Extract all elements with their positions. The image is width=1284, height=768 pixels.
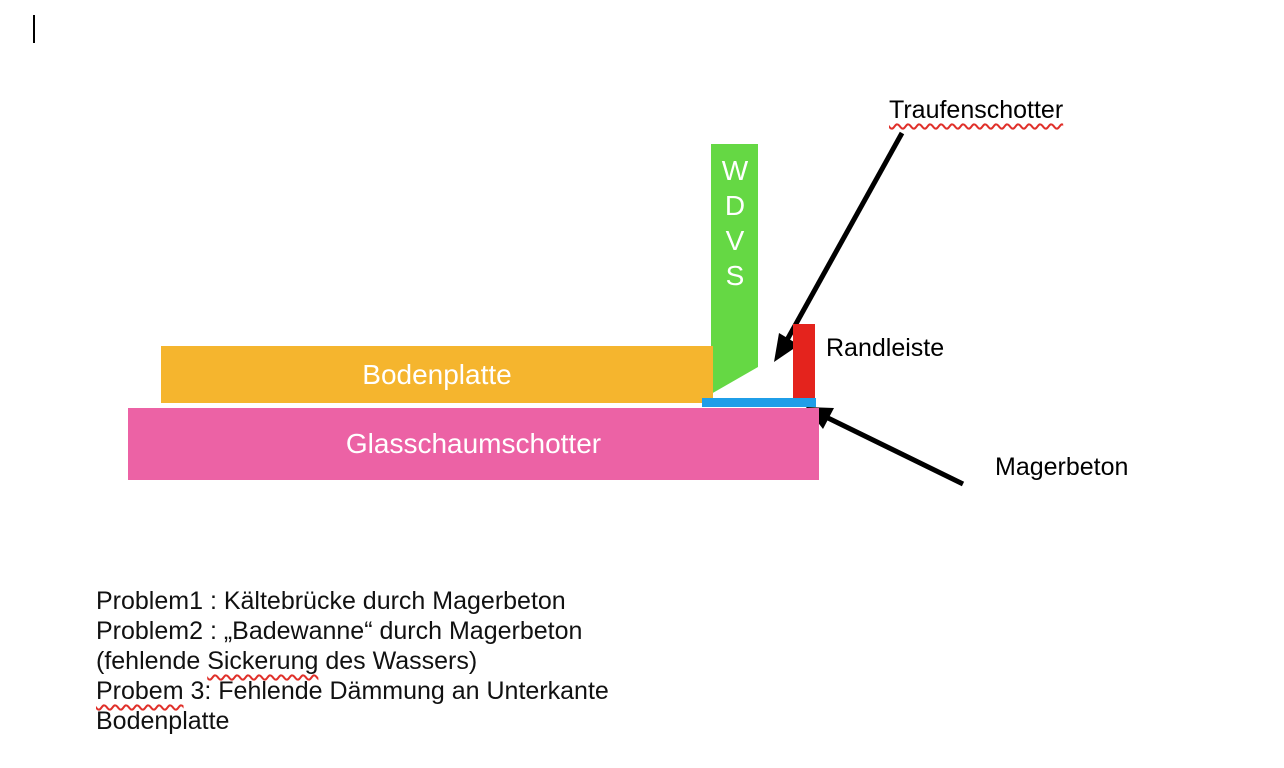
traufenschotter-label[interactable]: Traufenschotter [889,96,1063,125]
wdvs-label: W D V S [712,153,758,293]
note-line-3: (fehlende Sickerung des Wassers) [96,646,609,676]
note-line-3-pre: (fehlende [96,647,208,675]
note-line-4-misspelled: Probem [96,677,184,705]
note-line-4-post: 3: Fehlende Dämmung an Unterkante [183,677,609,705]
randleiste-label[interactable]: Randleiste [826,334,945,362]
traufenschotter-arrowhead [774,333,799,362]
note-line-4: Probem 3: Fehlende Dämmung an Unterkante [96,676,609,706]
note-line-2: Problem2 : „Badewanne“ durch Magerbeton [96,617,583,645]
note-line-3-post: des Wassers) [318,647,478,675]
traufenschotter-arrow-line [784,131,905,342]
glasschaumschotter-label: Glasschaumschotter [345,428,602,459]
note-line-1: Problem1 : Kältebrücke durch Magerbeton [96,587,566,615]
randleiste-block [793,324,815,398]
magerbeton-strip [702,398,816,407]
wdvs-letter: S [725,260,745,291]
traufenschotter-text: Traufenschotter [889,96,1064,124]
glasschaumschotter-block: Glasschaumschotter [128,408,819,480]
bodenplatte-block: Bodenplatte [161,346,713,403]
text-cursor [33,15,35,43]
note-line-5: Bodenplatte [96,707,230,735]
wdvs-letter: W [721,155,749,186]
magerbeton-arrow-line [826,415,965,487]
note-line-3-misspelled: Sickerung [207,647,319,675]
wdvs-letter: D [724,190,746,221]
wdvs-shape [711,144,758,394]
problem-notes[interactable]: Problem1 : Kältebrücke durch Magerbeton … [96,586,609,736]
bodenplatte-label: Bodenplatte [362,358,512,390]
magerbeton-label[interactable]: Magerbeton [995,453,1129,481]
wdvs-letter: V [725,225,745,256]
